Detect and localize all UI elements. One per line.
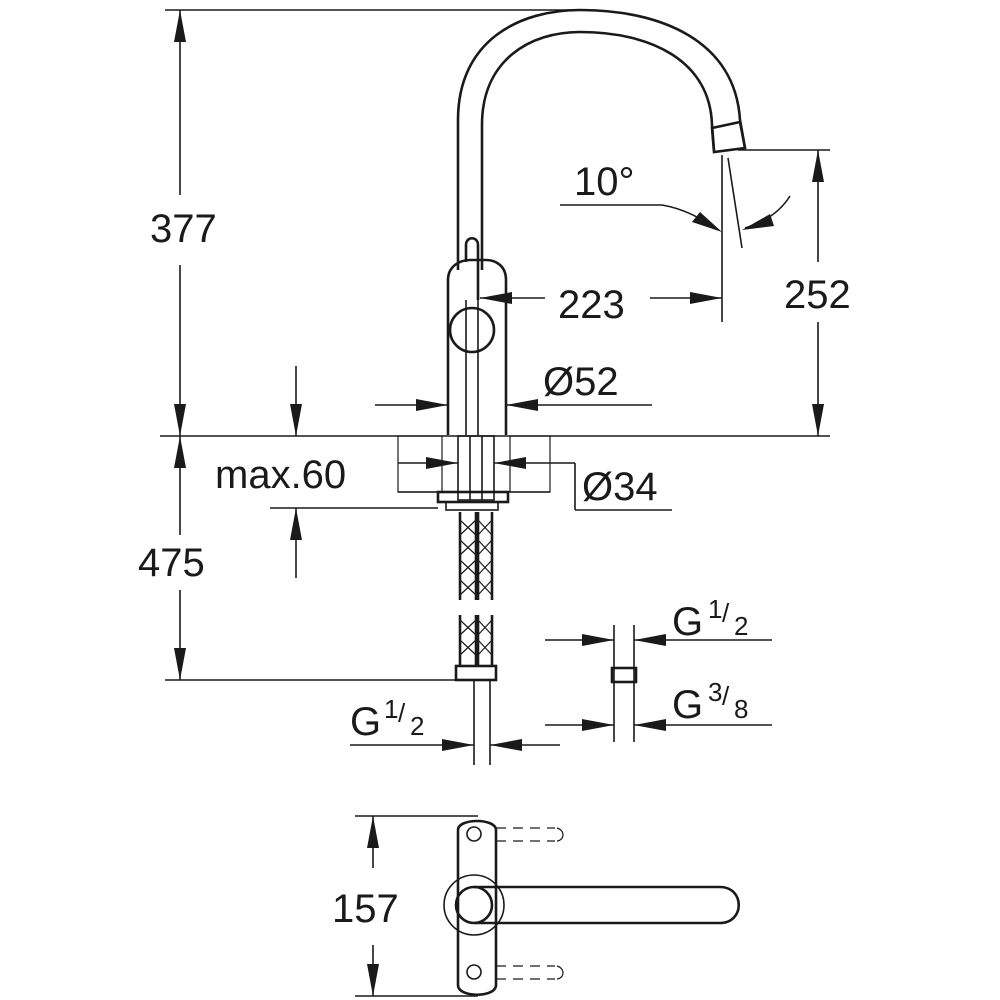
- supply-hoses: [454, 512, 498, 765]
- label-connector-bottom: G: [672, 683, 703, 727]
- label-hose-thread-num: 1: [384, 694, 398, 724]
- label-connector-bottom-num: 3: [708, 677, 722, 707]
- deck-section: [160, 435, 830, 511]
- dimension-labels: 377 10° 223 252 Ø52 max.60 Ø34 475 G 1 /…: [138, 160, 851, 931]
- label-connector-top-num: 1: [708, 594, 722, 624]
- label-height-top: 377: [150, 207, 217, 251]
- label-connector-bottom-den: 8: [734, 694, 748, 724]
- label-connector-top: G: [672, 600, 703, 644]
- connector-detail: [610, 625, 638, 742]
- label-connector-top-den: 2: [734, 611, 748, 641]
- label-plan-width: 157: [332, 887, 399, 931]
- svg-text:/: /: [722, 681, 730, 711]
- label-spout-height: 252: [784, 273, 851, 317]
- svg-text:/: /: [398, 698, 406, 728]
- label-angle: 10°: [574, 160, 635, 204]
- label-hole-diameter: Ø34: [582, 465, 658, 509]
- faucet-elevation: [446, 8, 747, 435]
- label-deck-thickness: max.60: [215, 453, 346, 497]
- label-hose-thread: G: [350, 700, 381, 744]
- label-body-diameter: Ø52: [543, 360, 619, 404]
- svg-text:/: /: [722, 598, 730, 628]
- label-height-below: 475: [138, 541, 205, 585]
- label-spout-reach: 223: [558, 283, 625, 327]
- dimension-lines: [165, 9, 830, 997]
- label-hose-thread-den: 2: [410, 711, 424, 741]
- plan-view: [443, 819, 741, 997]
